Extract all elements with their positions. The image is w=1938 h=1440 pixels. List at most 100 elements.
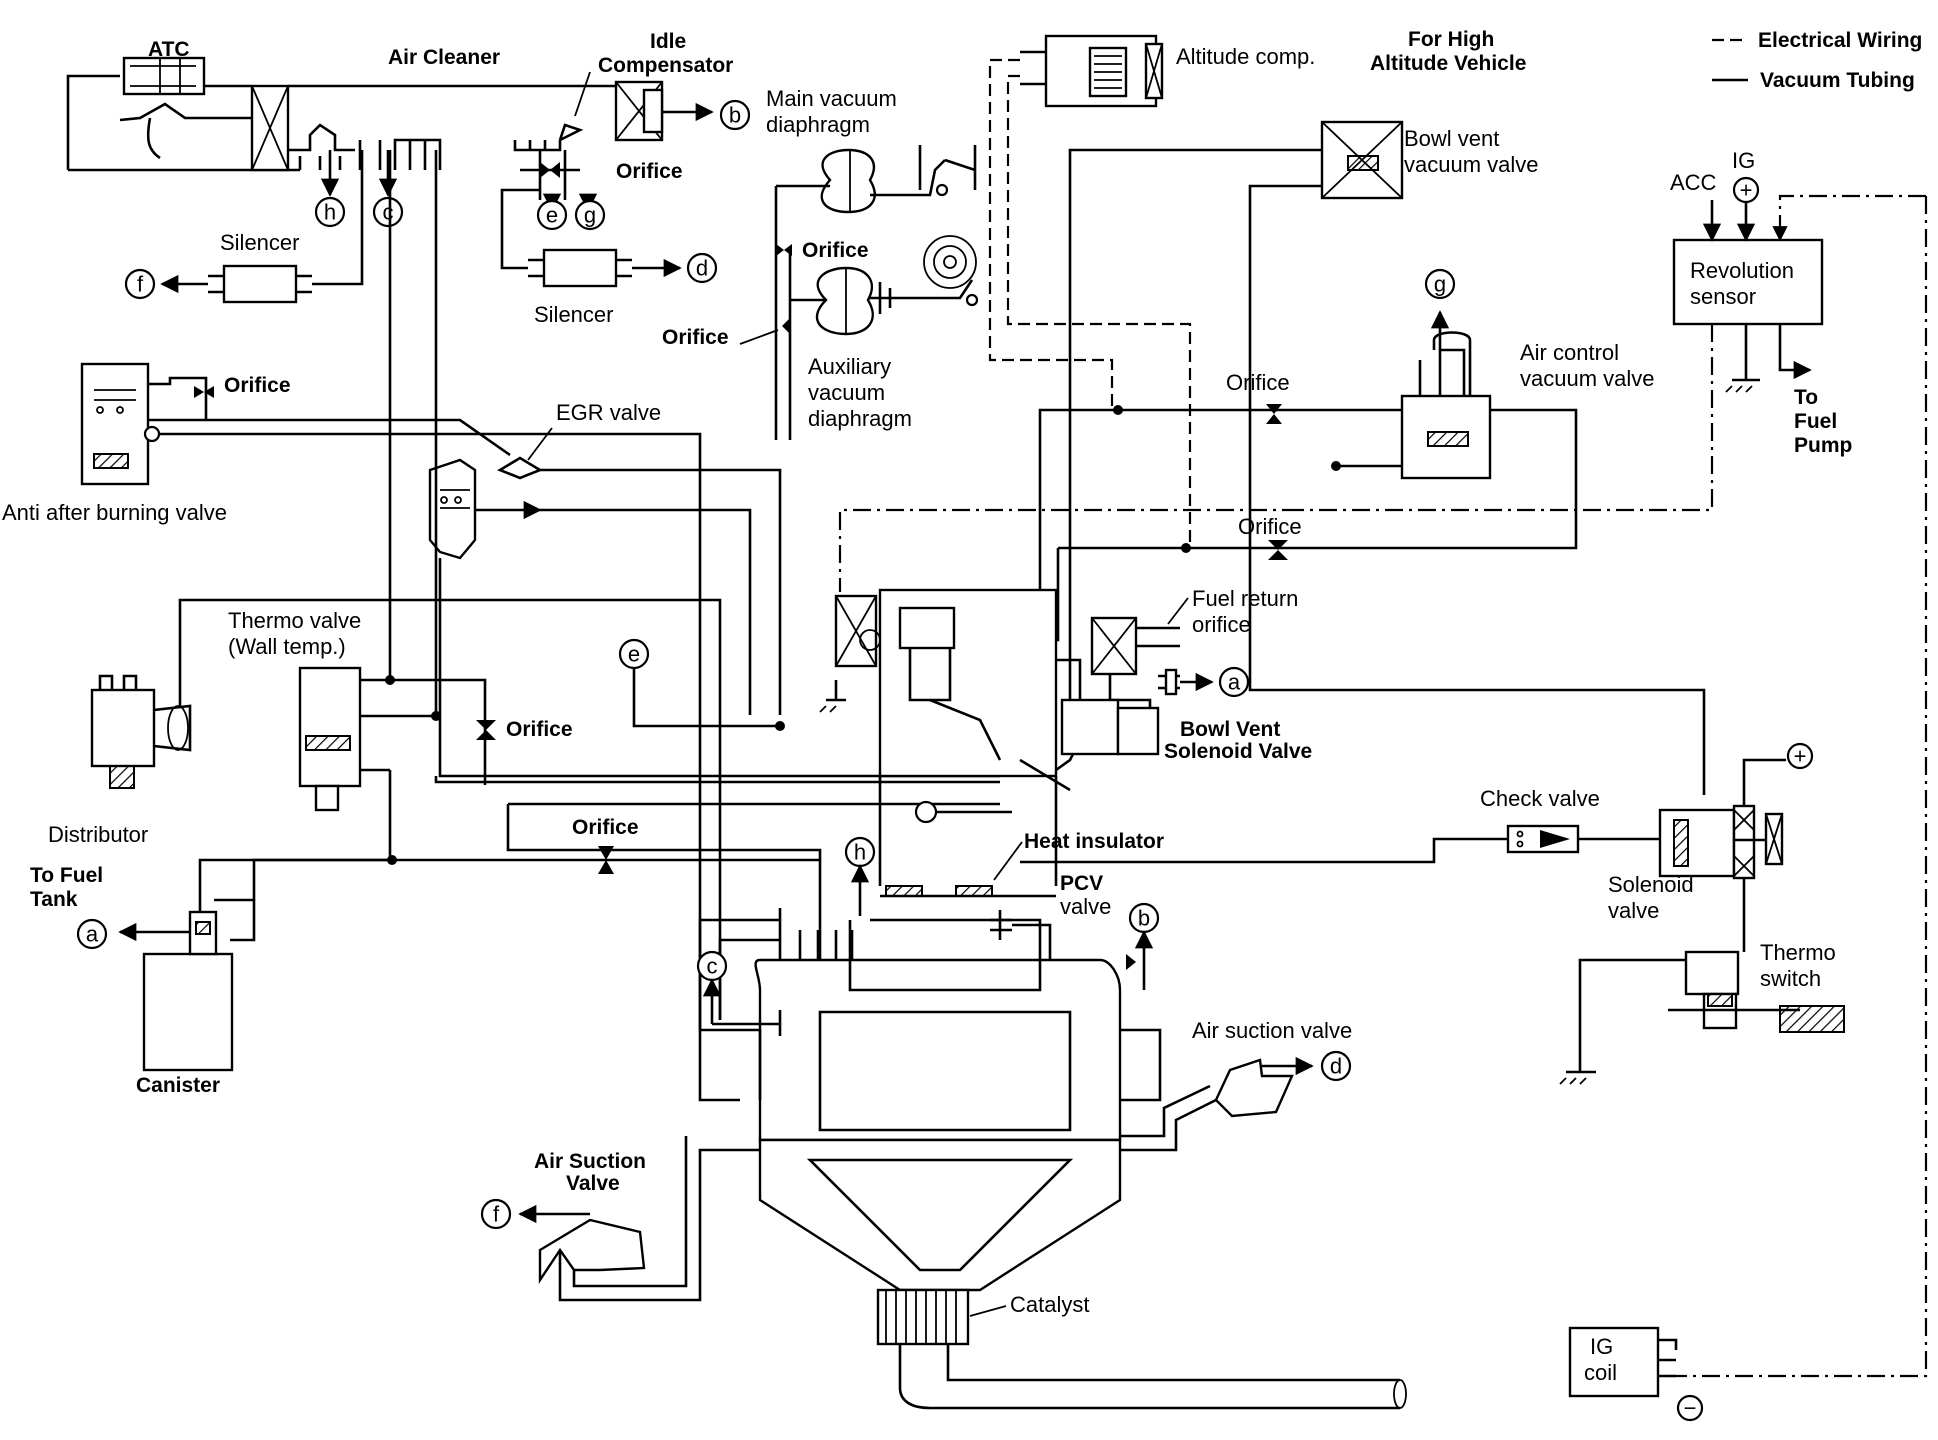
- fuel-return-label-1: Fuel return: [1192, 586, 1298, 611]
- main-vac-label-1: Main vacuum: [766, 86, 897, 111]
- connector-g-right: [1424, 268, 1456, 300]
- thermo-switch-label-1: Thermo: [1760, 940, 1836, 965]
- high-alt-label-2: Altitude Vehicle: [1370, 52, 1526, 75]
- auxiliary-vacuum-diaphragm: [815, 266, 874, 336]
- ig-coil-minus-symbol: −: [1684, 1396, 1697, 1421]
- idle-label-1: Idle: [650, 30, 686, 53]
- fuel-pump-label-2: Fuel: [1794, 410, 1837, 433]
- connector-f-top: [124, 268, 156, 300]
- egr-valve: EGR valve: [428, 400, 1000, 778]
- main-vac-label-2: diaphragm: [766, 112, 870, 137]
- ig-label: IG: [1732, 148, 1755, 173]
- ig-plus-symbol: +: [1740, 178, 1753, 203]
- orifice-idle-label: Orifice: [616, 160, 683, 183]
- connector-h-top-label: h: [324, 200, 336, 225]
- connector-d-top: [686, 252, 718, 284]
- air-suction-valve-left-label-2: Valve: [566, 1172, 620, 1195]
- legend-electrical-label: Electrical Wiring: [1758, 29, 1922, 52]
- vacuum-diaphragms: Main vacuum diaphragm Orifice Orifice Au…: [662, 86, 979, 440]
- engine: c Catalyst: [558, 908, 1407, 1410]
- egr-valve-label: EGR valve: [556, 400, 661, 425]
- orifice-lower-label: Orifice: [1238, 514, 1302, 539]
- silencer-left-body: [222, 264, 298, 304]
- aux-vac-label-1: Auxiliary: [808, 354, 891, 379]
- catalyst-label: Catalyst: [1010, 1292, 1089, 1317]
- orifice-bottom-label: Orifice: [572, 816, 639, 839]
- solenoid-label-2: valve: [1608, 898, 1659, 923]
- distributor-label: Distributor: [48, 822, 148, 847]
- thermo-valve-body: [298, 666, 362, 788]
- air-suction-valve-right: d Air suction valve: [1192, 1018, 1352, 1118]
- rev-sensor-label-1: Revolution: [1690, 258, 1794, 283]
- connector-g-right-label: g: [1434, 272, 1446, 297]
- fuel-pump-label-3: Pump: [1794, 434, 1852, 457]
- connector-a-left: [76, 918, 108, 950]
- thermo-valve-label-1: Thermo valve: [228, 608, 361, 633]
- air-control-label-2: vacuum valve: [1520, 366, 1655, 391]
- thermo-valve: Orifice Thermo valve (Wall temp.): [214, 150, 573, 902]
- altitude-compensator: Altitude comp. For High Altitude Vehicle: [988, 28, 1526, 545]
- connector-f-lower: [480, 1198, 512, 1230]
- pcv-label-2: valve: [1060, 894, 1111, 919]
- connector-d-top-label: d: [696, 256, 708, 281]
- connector-b-top: [719, 99, 751, 131]
- exhaust-manifold: [758, 1138, 1122, 1292]
- connector-h-mid-label: h: [854, 840, 866, 865]
- orifice-main-vac-label: Orifice: [802, 239, 869, 262]
- bowl-vent-sol-label-2: Solenoid Valve: [1164, 740, 1312, 763]
- anti-after-burning-valve: Orifice Anti after burning valve: [2, 362, 702, 1030]
- bowl-vent-sol-label-1: Bowl Vent: [1180, 718, 1280, 741]
- connector-c-top-label: c: [383, 200, 394, 225]
- ig-coil-label-1: IG: [1590, 1334, 1613, 1359]
- high-alt-label-1: For High: [1408, 28, 1494, 51]
- ig-coil-minus-terminal: [1676, 1394, 1704, 1422]
- air-control-label-1: Air control: [1520, 340, 1619, 365]
- orifice-thermo-label: Orifice: [506, 718, 573, 741]
- bowl-vent-solenoid-valve: a Fuel return orifice Bowl Vent Solenoid…: [1060, 586, 1312, 763]
- solenoid-valve-body: [1658, 808, 1736, 878]
- connector-g-top-label: g: [584, 203, 596, 228]
- connector-a-right: [1218, 666, 1250, 698]
- air-cleaner-assembly: ATC Air Cleaner: [66, 38, 620, 197]
- connector-c-top: [372, 196, 404, 228]
- air-suction-valve-left: f Air Suction Valve: [480, 1150, 646, 1284]
- to-fuel-tank-label-2: Tank: [30, 888, 78, 911]
- silencer-left-label: Silencer: [220, 230, 299, 255]
- anti-after-burning-label: Anti after burning valve: [2, 500, 227, 525]
- aux-vac-label-3: diaphragm: [808, 406, 912, 431]
- connector-b-top-label: b: [729, 103, 741, 128]
- connector-a-left-label: a: [86, 922, 99, 947]
- air-control-vacuum-valve: g Orifice Air control vacuum valve Orifi…: [1038, 268, 1655, 642]
- thermo-switch: Thermo switch: [1559, 940, 1845, 1085]
- solenoid-label-1: Solenoid: [1608, 872, 1694, 897]
- connector-e-mid-label: e: [628, 642, 640, 667]
- connector-c-mid-label: c: [707, 954, 718, 979]
- catalyst-body: [876, 1288, 970, 1346]
- silencer-center-label: Silencer: [534, 302, 613, 327]
- thermo-switch-label-2: switch: [1760, 966, 1821, 991]
- to-fuel-tank-label-1: To Fuel: [30, 864, 103, 887]
- legend: Electrical Wiring Vacuum Tubing: [1712, 29, 1922, 92]
- solenoid-plus-terminal: [1786, 742, 1814, 770]
- egr-valve-body: [428, 458, 477, 560]
- silencer-center-body: [542, 248, 618, 288]
- canister: a To Fuel Tank Canister: [30, 858, 234, 1097]
- bowl-vent-vacuum-valve: Bowl vent vacuum valve: [1068, 120, 1706, 795]
- air-suction-valve-left-label-1: Air Suction: [534, 1150, 646, 1173]
- connector-f-lower-label: f: [493, 1202, 500, 1227]
- heat-insulator-label: Heat insulator: [1024, 830, 1164, 853]
- connector-b-lower-label: b: [1138, 906, 1150, 931]
- connector-h-top: [314, 196, 346, 228]
- orifice-idle: Orifice e g: [520, 150, 683, 231]
- atc-sensor: [122, 56, 206, 96]
- connector-e-top-label: e: [546, 203, 558, 228]
- fuel-return-label-2: orifice: [1192, 612, 1251, 637]
- connector-d-lower-label: d: [1330, 1054, 1342, 1079]
- pcv-label-1: PCV: [1060, 872, 1103, 895]
- bowl-vent-vac-label-2: vacuum valve: [1404, 152, 1539, 177]
- orifice-air-control-label: Orifice: [1226, 370, 1290, 395]
- idle-compensator: Idle Compensator b: [513, 30, 751, 152]
- rev-sensor-label-2: sensor: [1690, 284, 1756, 309]
- check-and-solenoid-valve: Check valve + Solenoid valve: [1020, 742, 1814, 952]
